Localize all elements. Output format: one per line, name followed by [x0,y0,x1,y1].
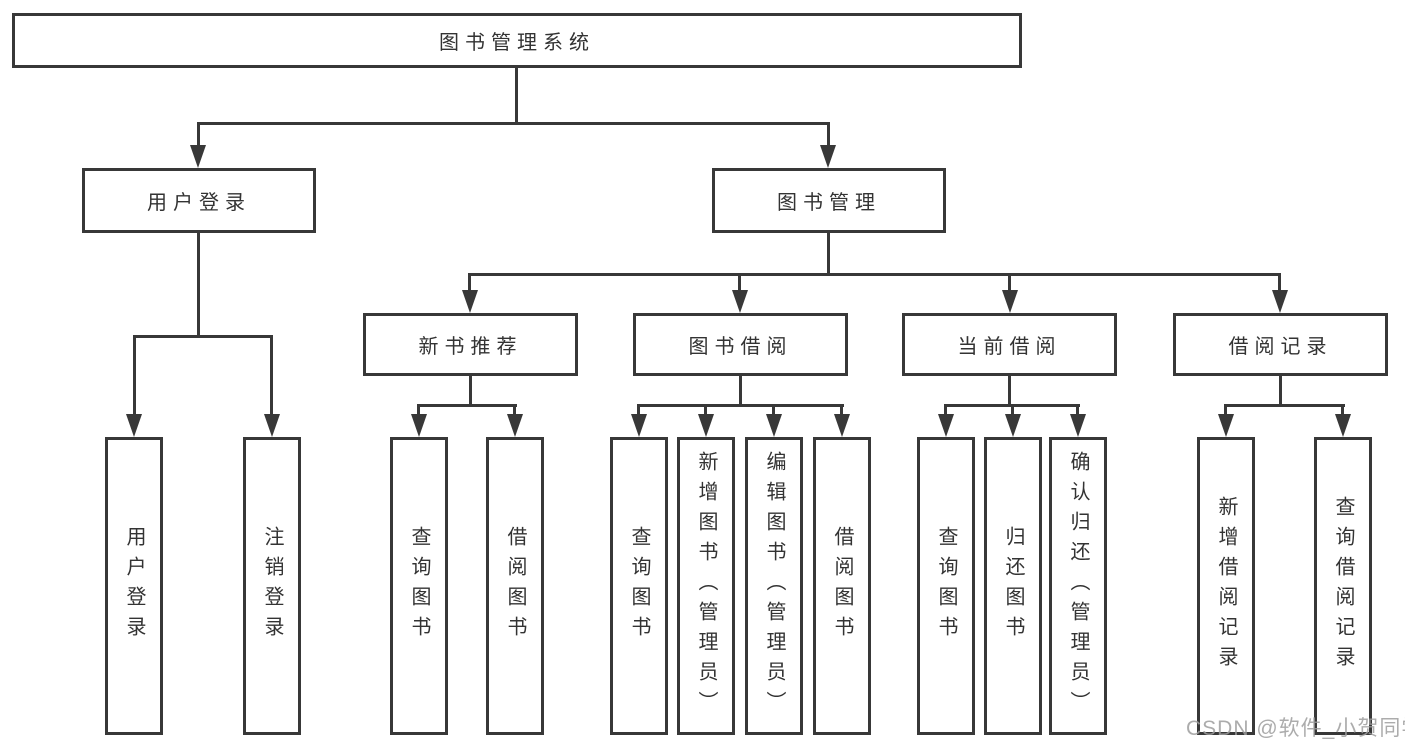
node-leaf-rec-borrow-books-label: 借阅图书 [504,526,526,646]
node-user-login: 用户登录 [82,168,316,233]
node-leaf-bb-borrow-books-label: 借阅图书 [831,526,853,646]
arrow-down-icon [631,414,647,437]
connector-user-login-bar [133,335,273,338]
connector-book-mgmt-bar [469,273,1281,276]
node-leaf-bb-edit-books-admin-label: 编辑图书（管理员） [763,451,785,721]
connector-drop [417,404,420,417]
connector-drop-new-book-rec [468,273,471,293]
connector-drop [1341,404,1344,417]
arrow-down-icon [462,290,478,313]
node-current-borrow-label: 当前借阅 [957,336,1062,358]
connector-drop-book-mgmt [827,122,830,148]
node-root: 图书管理系统 [12,13,1022,68]
node-book-borrow: 图书借阅 [633,313,848,376]
arrow-down-icon [834,414,850,437]
node-book-borrow-label: 图书借阅 [688,336,793,358]
node-root-label: 图书管理系统 [439,32,595,54]
connector-drop [637,404,640,417]
arrow-down-icon [938,414,954,437]
connector-drop [1224,404,1227,417]
connector-rec-bar [418,404,517,407]
connector-drop [772,404,775,417]
connector-bb-bar [638,404,844,407]
connector-drop [704,404,707,417]
connector-root-stem [515,68,518,122]
node-leaf-bb-add-books-admin: 新增图书（管理员） [677,437,735,735]
node-leaf-cb-confirm-return-admin: 确认归还（管理员） [1049,437,1107,735]
arrow-down-icon [820,145,836,168]
csdn-watermark: CSDN @软件_小贺同学 [1186,717,1405,740]
connector-drop [1011,404,1014,417]
arrow-down-icon [507,414,523,437]
arrow-down-icon [1335,414,1351,437]
node-current-borrow: 当前借阅 [902,313,1117,376]
connector-drop-user-login [197,122,200,148]
connector-drop-leaf-logout [270,335,273,417]
node-leaf-br-query-record: 查询借阅记录 [1314,437,1372,735]
node-leaf-bb-query-books: 查询图书 [610,437,668,735]
connector-drop-leaf-login [133,335,136,417]
connector-rec-stem [469,376,472,404]
arrow-down-icon [1002,290,1018,313]
node-leaf-bb-borrow-books: 借阅图书 [813,437,871,735]
node-borrow-record-label: 借阅记录 [1228,336,1333,358]
node-leaf-cb-query-books-label: 查询图书 [935,526,957,646]
node-leaf-bb-edit-books-admin: 编辑图书（管理员） [745,437,803,735]
arrow-down-icon [1272,290,1288,313]
node-book-mgmt-label: 图书管理 [777,192,881,214]
node-leaf-rec-query-books: 查询图书 [390,437,448,735]
connector-cb-stem [1008,376,1011,404]
connector-root-bar [197,122,830,125]
node-leaf-bb-add-books-admin-label: 新增图书（管理员） [695,451,717,721]
arrow-down-icon [732,290,748,313]
connector-drop-current-borrow [1008,273,1011,293]
node-book-mgmt: 图书管理 [712,168,946,233]
node-leaf-rec-borrow-books: 借阅图书 [486,437,544,735]
connector-user-login-stem [197,233,200,335]
node-new-book-rec: 新书推荐 [363,313,578,376]
connector-drop [513,404,516,417]
arrow-down-icon [698,414,714,437]
node-leaf-user-login-label: 用户登录 [123,526,145,646]
node-leaf-cb-return-books: 归还图书 [984,437,1042,735]
connector-drop [944,404,947,417]
node-new-book-rec-label: 新书推荐 [418,336,523,358]
node-leaf-rec-query-books-label: 查询图书 [408,526,430,646]
node-leaf-cb-confirm-return-admin-label: 确认归还（管理员） [1067,451,1089,721]
node-leaf-br-add-record-label: 新增借阅记录 [1215,496,1237,676]
arrow-down-icon [264,414,280,437]
arrow-down-icon [1005,414,1021,437]
node-leaf-logout: 注销登录 [243,437,301,735]
connector-book-mgmt-stem [827,233,830,273]
node-leaf-cb-return-books-label: 归还图书 [1002,526,1024,646]
node-user-login-label: 用户登录 [147,192,251,214]
connector-bb-stem [739,376,742,404]
arrow-down-icon [411,414,427,437]
connector-drop [840,404,843,417]
connector-drop [1076,404,1079,417]
connector-drop-book-borrow [738,273,741,293]
node-leaf-bb-query-books-label: 查询图书 [628,526,650,646]
node-leaf-br-add-record: 新增借阅记录 [1197,437,1255,735]
connector-br-bar [1225,404,1345,407]
node-leaf-br-query-record-label: 查询借阅记录 [1332,496,1354,676]
node-leaf-logout-label: 注销登录 [261,526,283,646]
node-borrow-record: 借阅记录 [1173,313,1388,376]
arrow-down-icon [1070,414,1086,437]
node-leaf-cb-query-books: 查询图书 [917,437,975,735]
arrow-down-icon [126,414,142,437]
arrow-down-icon [766,414,782,437]
connector-drop-borrow-record [1278,273,1281,293]
connector-br-stem [1279,376,1282,404]
node-leaf-user-login: 用户登录 [105,437,163,735]
arrow-down-icon [1218,414,1234,437]
arrow-down-icon [190,145,206,168]
